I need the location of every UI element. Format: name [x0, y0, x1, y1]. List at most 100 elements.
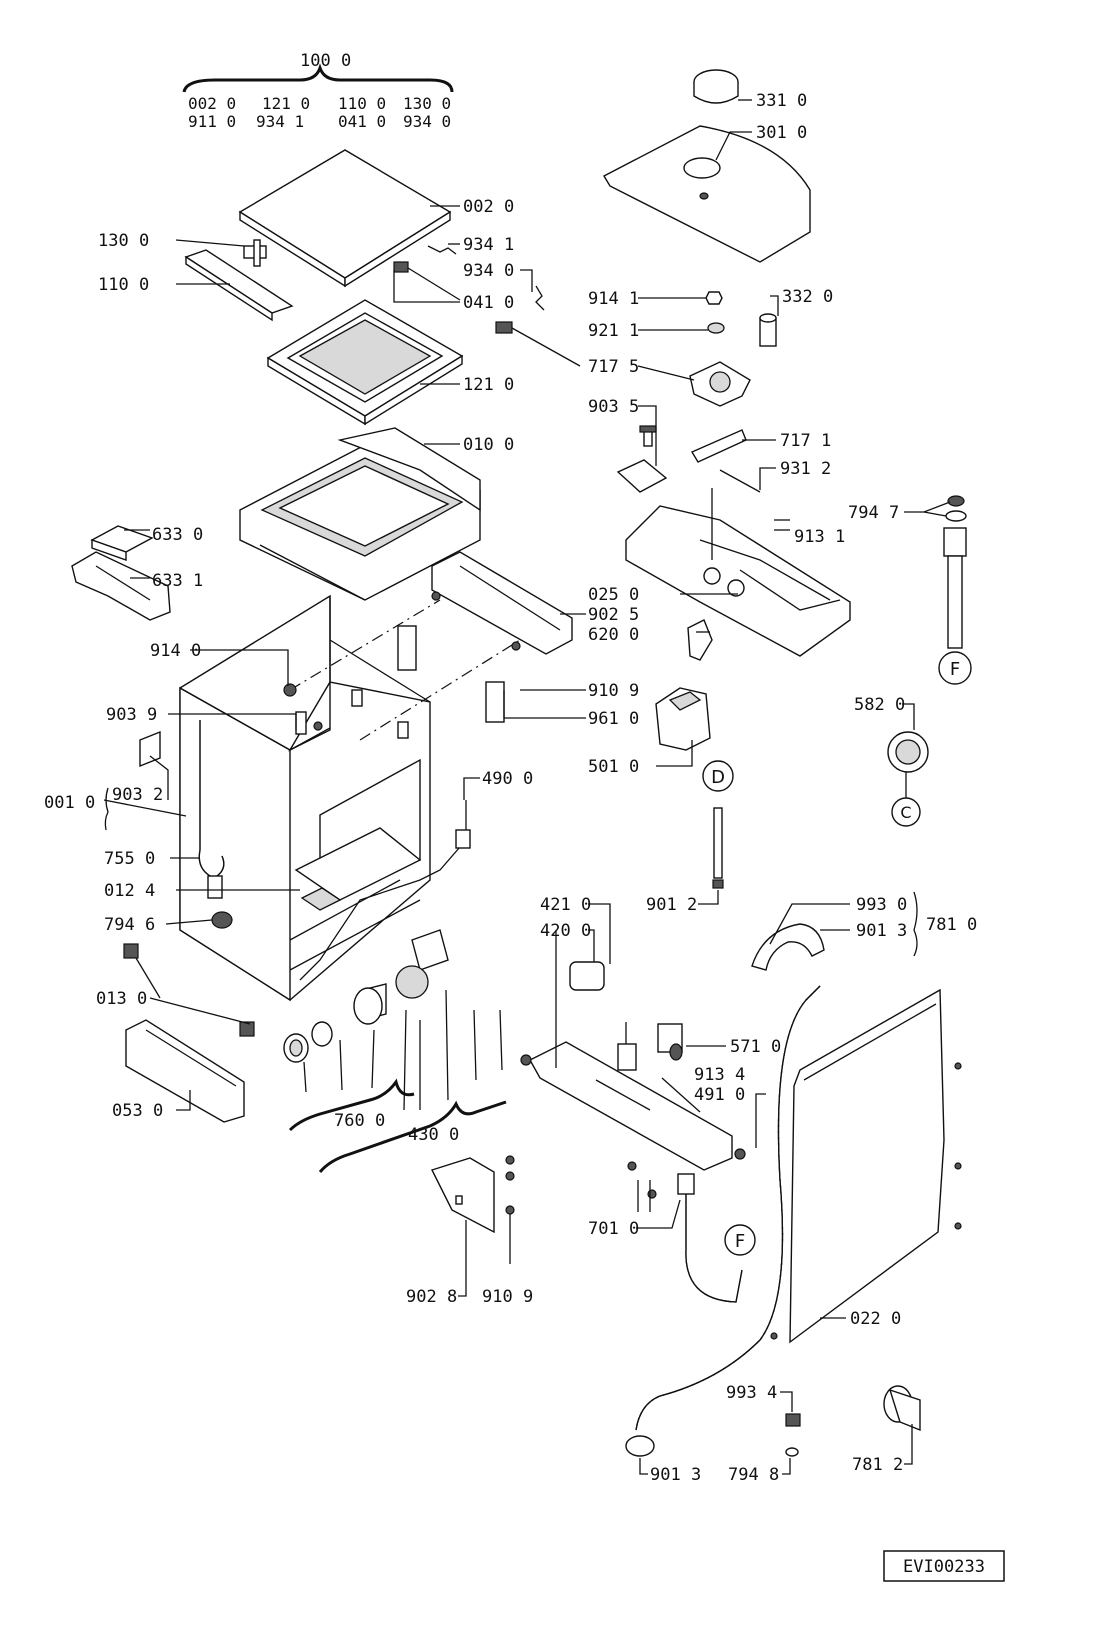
callout-332-0: 332 0: [782, 287, 833, 307]
connector-f-top: F: [938, 651, 972, 685]
callout-labels: 331 0 301 0 002 0 934 1 934 0 130 0 110 …: [44, 91, 977, 1485]
callout-013-0: 013 0: [96, 989, 147, 1009]
callout-901-3-b: 901 3: [650, 1465, 701, 1485]
callout-331-0: 331 0: [756, 91, 807, 111]
rear-bar-part: [431, 551, 573, 655]
group-member: 130 0: [403, 94, 451, 113]
callout-961-0: 961 0: [588, 709, 639, 729]
screw-parts: [283, 591, 521, 731]
callout-002-0: 002 0: [463, 197, 514, 217]
clip-parts: [295, 625, 505, 735]
svg-text:F: F: [950, 659, 960, 680]
control-panel-part: [90, 525, 154, 561]
feet-parts: [123, 943, 255, 1037]
tub-top-part: [239, 427, 481, 601]
connector-d: D: [702, 760, 734, 792]
valve-bracket-part: [529, 961, 733, 1171]
screw-group-parts: [520, 1054, 746, 1212]
callout-420-0: 420 0: [540, 921, 591, 941]
callout-010-0: 010 0: [463, 435, 514, 455]
callout-913-4: 913 4: [694, 1065, 745, 1085]
reference-code: EVI00233: [903, 1557, 985, 1577]
callout-110-0: 110 0: [98, 275, 149, 295]
callout-902-5: 902 5: [588, 605, 639, 625]
callout-781-0: 781 0: [926, 915, 977, 935]
leader-lines: [103, 99, 951, 1475]
callout-934-0: 934 0: [463, 261, 514, 281]
motor-part: [655, 687, 711, 751]
group-header: 100 0 002 0 121 0 110 0 130 0 911 0 934 …: [182, 51, 454, 131]
hinge-pin-parts: [393, 245, 581, 367]
filter-part: [887, 731, 929, 773]
callout-491-0: 491 0: [694, 1085, 745, 1105]
inner-frame-part: [266, 299, 464, 426]
callout-921-1: 921 1: [588, 321, 639, 341]
svg-text:F: F: [735, 1231, 745, 1252]
callout-781-2: 781 2: [852, 1455, 903, 1475]
worktop-lid-part: [238, 149, 452, 288]
dispenser-cap-part: [693, 69, 739, 104]
callout-012-4: 012 4: [104, 881, 155, 901]
callout-903-2: 903 2: [112, 785, 163, 805]
callout-490-0: 490 0: [482, 769, 533, 789]
drain-hose-external: [635, 985, 821, 1431]
dispenser-tray-part: [625, 488, 851, 657]
callout-931-2: 931 2: [780, 459, 831, 479]
group-brace: [182, 63, 454, 93]
callout-760-0: 760 0: [334, 1111, 385, 1131]
callout-910-9-b: 910 9: [482, 1287, 533, 1307]
small-plate-part: [616, 459, 668, 493]
top-cover-part: [603, 125, 811, 263]
connector-c: C: [891, 772, 921, 827]
cabinet-body: [179, 594, 431, 1002]
clamp-part: [625, 1435, 655, 1457]
plinth-part: [125, 1019, 245, 1123]
callout-993-0: 993 0: [856, 895, 907, 915]
callout-903-5: 903 5: [588, 397, 639, 417]
pump-assembly: [283, 929, 507, 1173]
side-panel-part: [770, 988, 962, 1344]
callout-022-0: 022 0: [850, 1309, 901, 1329]
small-bush-part: [785, 1413, 801, 1457]
callout-501-0: 501 0: [588, 757, 639, 777]
valve-cap-part: [759, 313, 777, 347]
callout-633-1: 633 1: [152, 571, 203, 591]
screw-part: [639, 425, 657, 447]
front-strip-part: [184, 249, 294, 322]
svg-text:D: D: [711, 767, 725, 788]
callout-121-0: 121 0: [463, 375, 514, 395]
spider-part: [689, 361, 751, 407]
group-member: 911 0: [188, 112, 236, 131]
callout-901-3-a: 901 3: [856, 921, 907, 941]
inlet-hose-part: [943, 495, 967, 649]
callout-582-0: 582 0: [854, 695, 905, 715]
spring-part: [719, 469, 761, 493]
callout-914-1: 914 1: [588, 289, 639, 309]
callout-794-7: 794 7: [848, 503, 899, 523]
callout-794-8: 794 8: [728, 1465, 779, 1485]
foot-part: [211, 911, 233, 929]
panel-support-part: [71, 551, 171, 621]
drain-hose-internal: [198, 720, 225, 899]
callout-701-0: 701 0: [588, 1219, 639, 1239]
callout-717-5: 717 5: [588, 357, 639, 377]
valve-part: [687, 619, 713, 661]
callout-934-1: 934 1: [463, 235, 514, 255]
power-cord-part: [299, 800, 471, 981]
callout-025-0: 025 0: [588, 585, 639, 605]
group-member: 110 0: [338, 94, 386, 113]
group-member: 041 0: [338, 112, 386, 131]
bracket-part: [139, 730, 161, 768]
callout-717-1: 717 1: [780, 431, 831, 451]
group-member: 121 0: [262, 94, 310, 113]
hose-end-part: [883, 1385, 921, 1432]
callout-794-6: 794 6: [104, 915, 155, 935]
reference-code-box: EVI00233: [883, 1550, 1005, 1582]
latch-part: [690, 429, 747, 463]
callout-130-0: 130 0: [98, 231, 149, 251]
svg-text:C: C: [900, 803, 911, 822]
callout-421-0: 421 0: [540, 895, 591, 915]
callout-053-0: 053 0: [112, 1101, 163, 1121]
callout-902-8: 902 8: [406, 1287, 457, 1307]
